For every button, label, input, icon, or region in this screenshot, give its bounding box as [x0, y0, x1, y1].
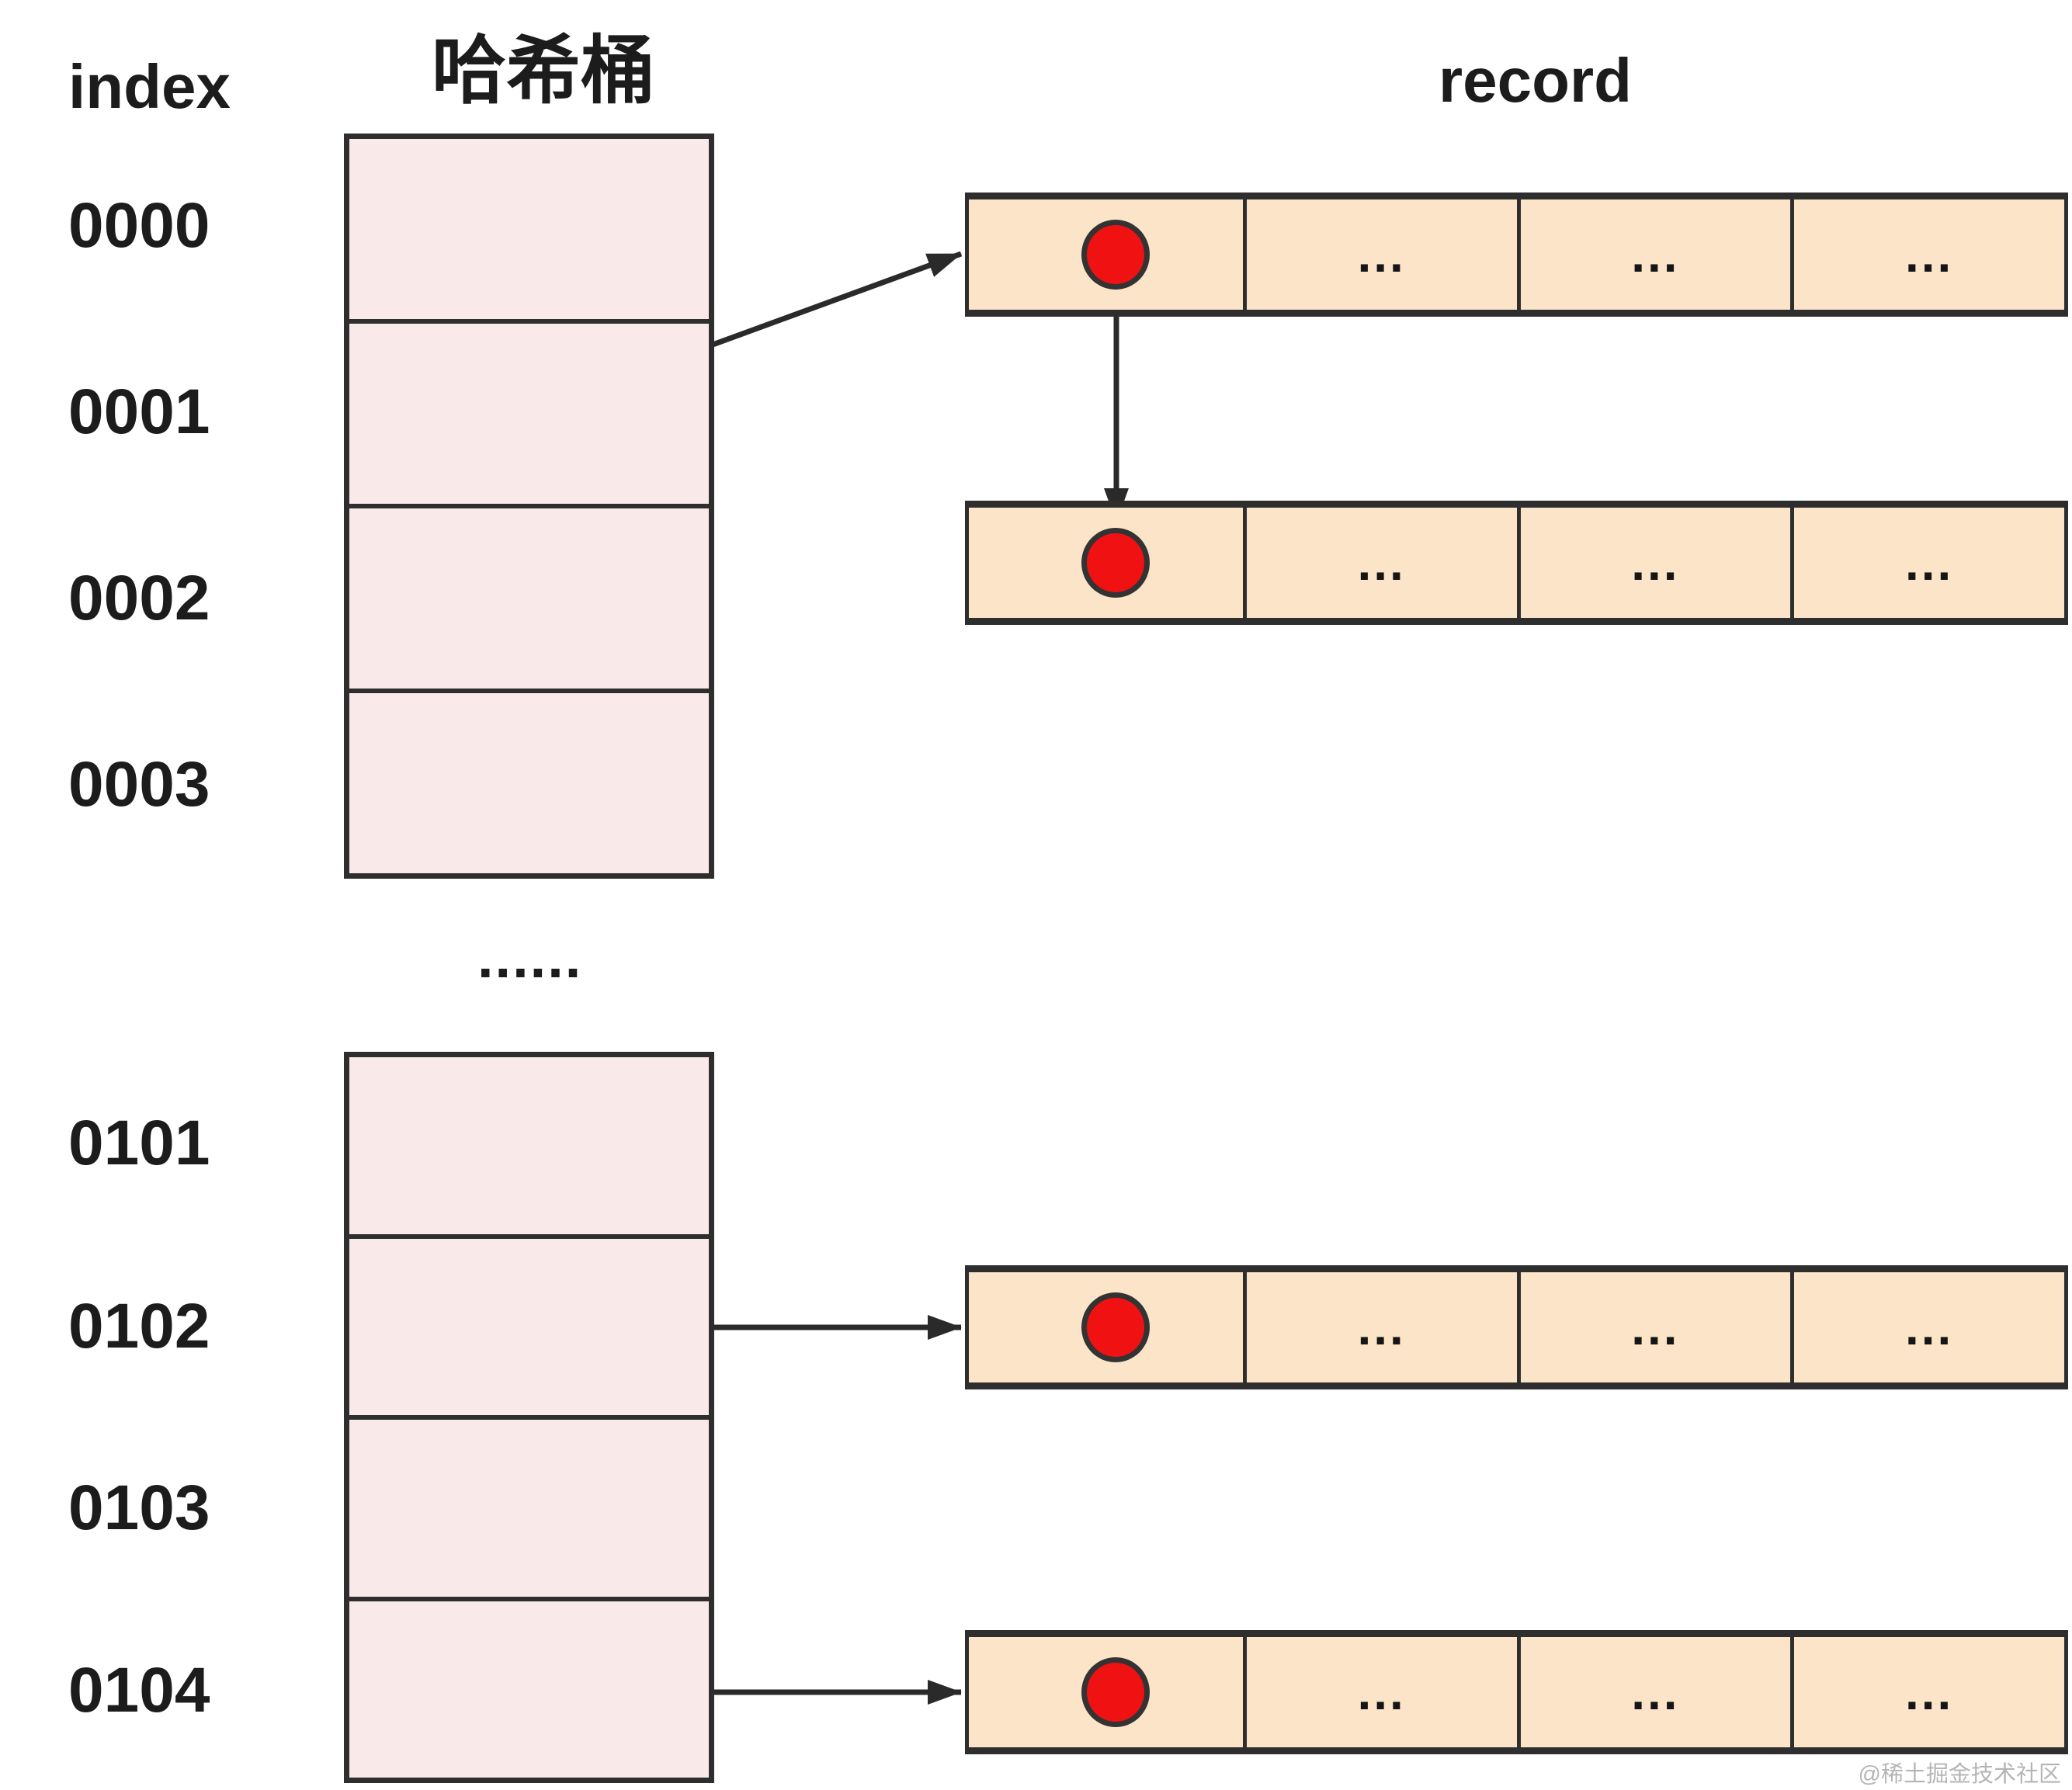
index-label-0003: 0003	[68, 749, 210, 820]
index-label-0002: 0002	[68, 563, 210, 633]
record1-pointer-dot	[1081, 220, 1151, 290]
header-hash-bucket: 哈希桶	[432, 29, 655, 113]
record2-field-cell: ...	[1790, 508, 2064, 618]
index-label-0104: 0104	[68, 1655, 210, 1726]
record3-field-cell: ...	[1242, 1272, 1517, 1382]
bucket-cell-0000	[349, 139, 709, 324]
record3-pointer-cell	[969, 1272, 1243, 1382]
index-label-0102: 0102	[68, 1291, 210, 1362]
bucket-column-0101-0104	[344, 1052, 714, 1783]
record2-field-cell: ...	[1516, 508, 1791, 618]
bucket-cell-0002	[349, 508, 709, 693]
index-label-0001: 0001	[68, 376, 210, 447]
record4-pointer-cell	[969, 1637, 1243, 1747]
record4-field-cell: ...	[1790, 1637, 2064, 1747]
record1-field-cell: ...	[1790, 199, 2064, 310]
bucket-column-0000-0003	[344, 134, 714, 879]
header-record: record	[1439, 46, 1632, 115]
record3-pointer-dot	[1081, 1292, 1151, 1362]
record2-field-cell: ...	[1242, 508, 1517, 618]
record1-pointer-cell	[969, 199, 1243, 310]
record3-field-cell: ...	[1790, 1272, 2064, 1382]
record4-field-cell: ...	[1242, 1637, 1517, 1747]
bucket-cell-0001	[349, 324, 709, 508]
record4-pointer-dot	[1081, 1657, 1151, 1727]
record1-field-cell: ...	[1242, 199, 1517, 310]
record-row-2: ... ... ...	[965, 501, 2068, 625]
record4-field-cell: ...	[1516, 1637, 1791, 1747]
record2-pointer-dot	[1081, 528, 1151, 598]
watermark: @稀土掘金技术社区	[1858, 1762, 2061, 1787]
record-row-4: ... ... ...	[965, 1630, 2068, 1754]
index-label-0000: 0000	[68, 190, 210, 261]
record3-field-cell: ...	[1516, 1272, 1791, 1382]
index-label-0103: 0103	[68, 1473, 210, 1543]
bucket-cell-0101	[349, 1057, 709, 1239]
record1-field-cell: ...	[1516, 199, 1791, 310]
index-label-0101: 0101	[68, 1108, 210, 1178]
bucket-cell-0102	[349, 1239, 709, 1420]
bucket-cell-0103	[349, 1420, 709, 1601]
bucket-cell-0104	[349, 1601, 709, 1778]
bucket-cell-0003	[349, 693, 709, 873]
header-index: index	[68, 52, 231, 121]
record2-pointer-cell	[969, 508, 1243, 618]
record-row-3: ... ... ...	[965, 1265, 2068, 1389]
record-row-1: ... ... ...	[965, 193, 2068, 317]
